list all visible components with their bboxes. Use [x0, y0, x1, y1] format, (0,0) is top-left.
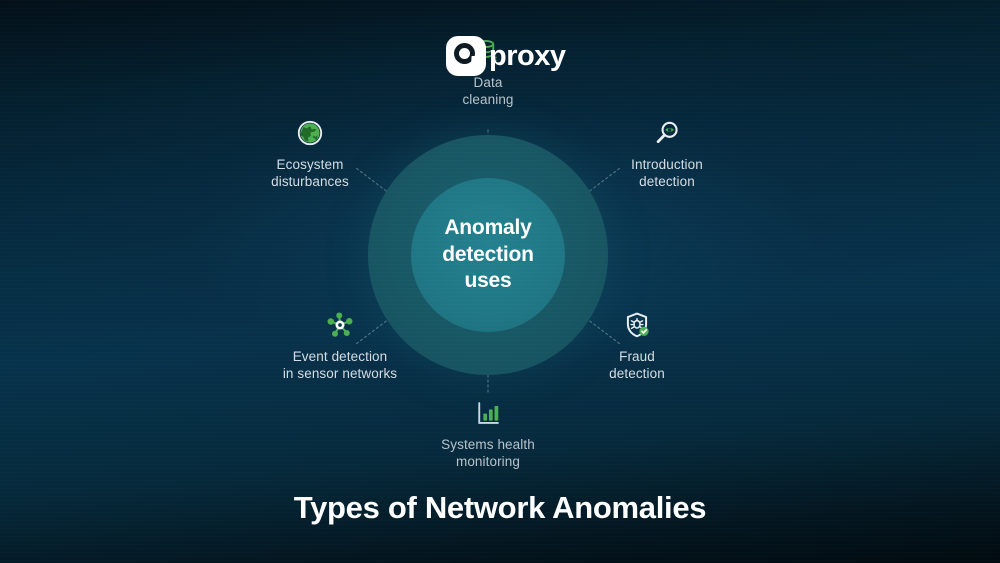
node-introduction-detection: Introduction detection [582, 118, 752, 191]
sensor-network-icon [325, 310, 355, 340]
hub-inner-circle [411, 178, 565, 332]
node-ecosystem-disturbances: Ecosystem disturbances [225, 118, 395, 191]
node-label: Data cleaning [462, 75, 514, 108]
node-systems-health-monitoring: Systems health monitoring [403, 398, 573, 471]
hub-title-line-1: Anomaly [444, 215, 532, 239]
hub-title: Anomaly detection uses [411, 178, 565, 332]
magnifier-eye-icon [652, 118, 682, 148]
9proxy-logo-mark-icon [446, 36, 486, 76]
node-event-detection-sensor-networks: Event detection in sensor networks [255, 310, 425, 383]
watermark-9proxy: proxy [446, 36, 566, 76]
hub-title-line-2: detection [442, 242, 534, 266]
node-label: Introduction detection [631, 157, 703, 190]
bar-chart-icon [473, 398, 503, 428]
watermark-brand-text: proxy [489, 39, 566, 72]
hub-title-line-3: uses [464, 269, 512, 293]
node-fraud-detection: Fraud detection [552, 310, 722, 383]
node-label: Ecosystem disturbances [271, 157, 349, 190]
shield-bug-check-icon [622, 310, 652, 340]
node-label: Event detection in sensor networks [282, 349, 398, 382]
node-label: Fraud detection [609, 349, 665, 382]
node-label: Systems health monitoring [441, 437, 535, 470]
9proxy-logo-tail [470, 56, 481, 73]
globe-icon [295, 118, 325, 148]
page-title: Types of Network Anomalies [293, 490, 707, 525]
